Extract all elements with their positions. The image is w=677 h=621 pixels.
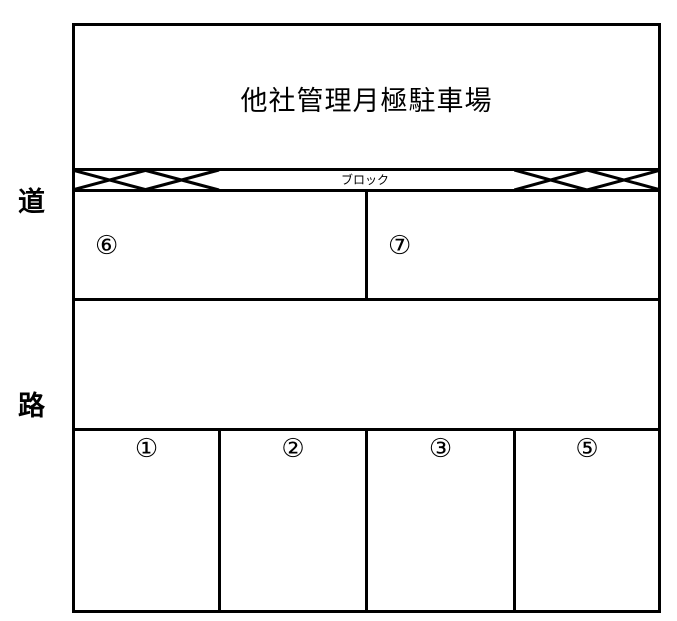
block-wall-top-line [72, 168, 661, 171]
road-label-bottom: 路 [18, 391, 45, 422]
space-number: ⑤ [575, 434, 599, 464]
space-number: ⑥ [95, 231, 119, 261]
drive-aisle [75, 301, 658, 428]
block-wall-label: ブロック [340, 173, 389, 187]
space-number: ⑦ [388, 231, 412, 261]
parking-space-3: ③ [368, 431, 513, 610]
road-label-top: 道 [18, 187, 45, 218]
block-wall-hatch-right [514, 168, 661, 192]
block-wall-hatch-left [72, 168, 220, 192]
parking-space-2: ② [221, 431, 365, 610]
other-company-lot-title: 他社管理月極駐車場 [240, 85, 493, 117]
divider-1-2 [218, 429, 221, 613]
divider-3-5 [513, 429, 516, 613]
parking-space-7: ⑦ [368, 191, 658, 298]
parking-space-5: ⑤ [516, 431, 658, 610]
other-company-lot-area: 他社管理月極駐車場 [75, 26, 658, 170]
space-number: ③ [428, 434, 453, 464]
block-wall-bottom-line [72, 189, 661, 192]
parking-space-1: ① [75, 431, 218, 610]
divider-6-7 [365, 191, 368, 300]
parking-space-6: ⑥ [75, 191, 365, 298]
space-number: ② [281, 434, 305, 464]
space-number: ① [134, 434, 159, 464]
divider-2-3 [365, 429, 368, 613]
